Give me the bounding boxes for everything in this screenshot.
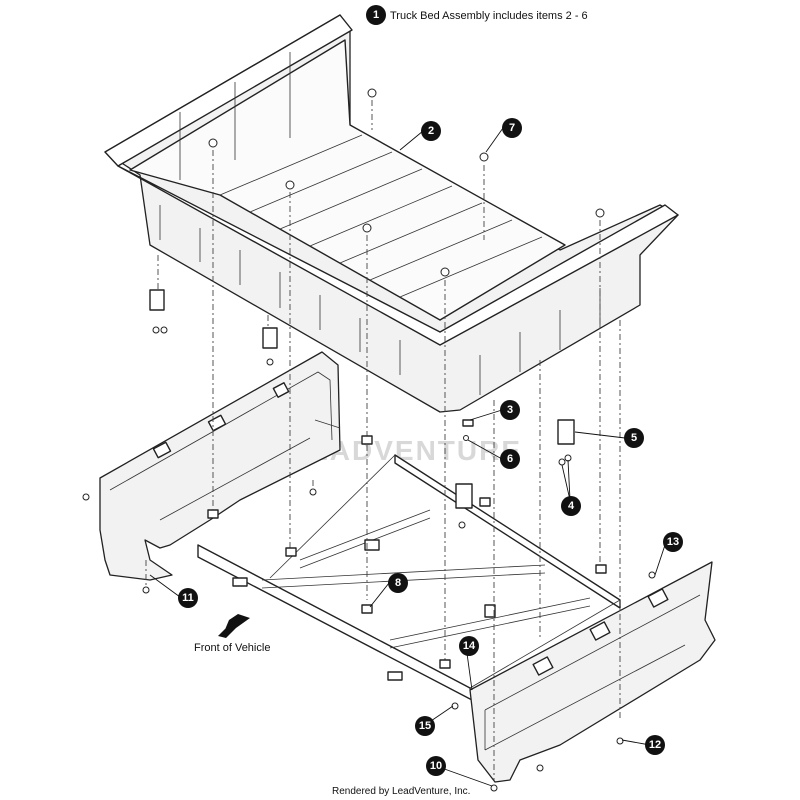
assembly-note: Truck Bed Assembly includes items 2 - 6 bbox=[390, 10, 588, 22]
callout-8: 8 bbox=[388, 573, 408, 593]
callout-number: 1 bbox=[373, 9, 379, 21]
callout-number: 6 bbox=[507, 453, 513, 465]
left-side-panel bbox=[99, 351, 341, 581]
callout-number: 10 bbox=[430, 760, 442, 772]
callout-7: 7 bbox=[502, 118, 522, 138]
callout-number: 2 bbox=[428, 125, 434, 137]
callout-11: 11 bbox=[178, 588, 198, 608]
callout-circle bbox=[663, 532, 683, 552]
front-of-vehicle-indicator: Front of Vehicle bbox=[194, 614, 270, 654]
callout-13: 13 bbox=[663, 532, 683, 552]
brackets bbox=[149, 289, 607, 669]
header-callout: 1 Truck Bed Assembly includes items 2 - … bbox=[366, 5, 588, 25]
callout-14: 14 bbox=[459, 636, 479, 656]
callout-4: 4 bbox=[561, 496, 581, 516]
truck-bed bbox=[104, 14, 679, 413]
callout-circle bbox=[426, 756, 446, 776]
callouts: 2 3 4 5 6 7 8 10 11 12 13 14 15 bbox=[178, 118, 683, 776]
callout-number: 15 bbox=[419, 720, 431, 732]
callout-circle bbox=[502, 118, 522, 138]
screws bbox=[82, 326, 656, 792]
callout-circle bbox=[561, 496, 581, 516]
callout-number: 12 bbox=[649, 739, 661, 751]
callout-circle bbox=[366, 5, 386, 25]
callout-circle bbox=[415, 716, 435, 736]
front-of-vehicle-label: Front of Vehicle bbox=[194, 642, 270, 654]
callout-number: 8 bbox=[395, 577, 401, 589]
callout-10: 10 bbox=[426, 756, 446, 776]
callout-2: 2 bbox=[421, 121, 441, 141]
front-arrow-icon bbox=[218, 614, 250, 638]
callout-5: 5 bbox=[624, 428, 644, 448]
callout-circle bbox=[421, 121, 441, 141]
callout-number: 5 bbox=[631, 432, 637, 444]
callout-circle bbox=[459, 636, 479, 656]
callout-number: 13 bbox=[667, 536, 679, 548]
callout-3: 3 bbox=[500, 400, 520, 420]
callout-number: 3 bbox=[507, 404, 513, 416]
callout-15: 15 bbox=[415, 716, 435, 736]
callout-number: 4 bbox=[568, 500, 575, 512]
callout-12: 12 bbox=[645, 735, 665, 755]
callout-circle bbox=[388, 573, 408, 593]
callout-number: 14 bbox=[463, 640, 476, 652]
callout-6: 6 bbox=[500, 449, 520, 469]
callout-circle bbox=[178, 588, 198, 608]
bed-bolts bbox=[208, 88, 605, 277]
footer-credit: Rendered by LeadVenture, Inc. bbox=[332, 786, 470, 797]
right-side-panel bbox=[469, 561, 716, 783]
frame-rails bbox=[197, 454, 621, 701]
callout-number: 11 bbox=[182, 592, 194, 604]
callout-circle bbox=[500, 400, 520, 420]
callout-circle bbox=[500, 449, 520, 469]
callout-circle bbox=[645, 735, 665, 755]
callout-number: 7 bbox=[509, 122, 515, 134]
callout-circle bbox=[624, 428, 644, 448]
